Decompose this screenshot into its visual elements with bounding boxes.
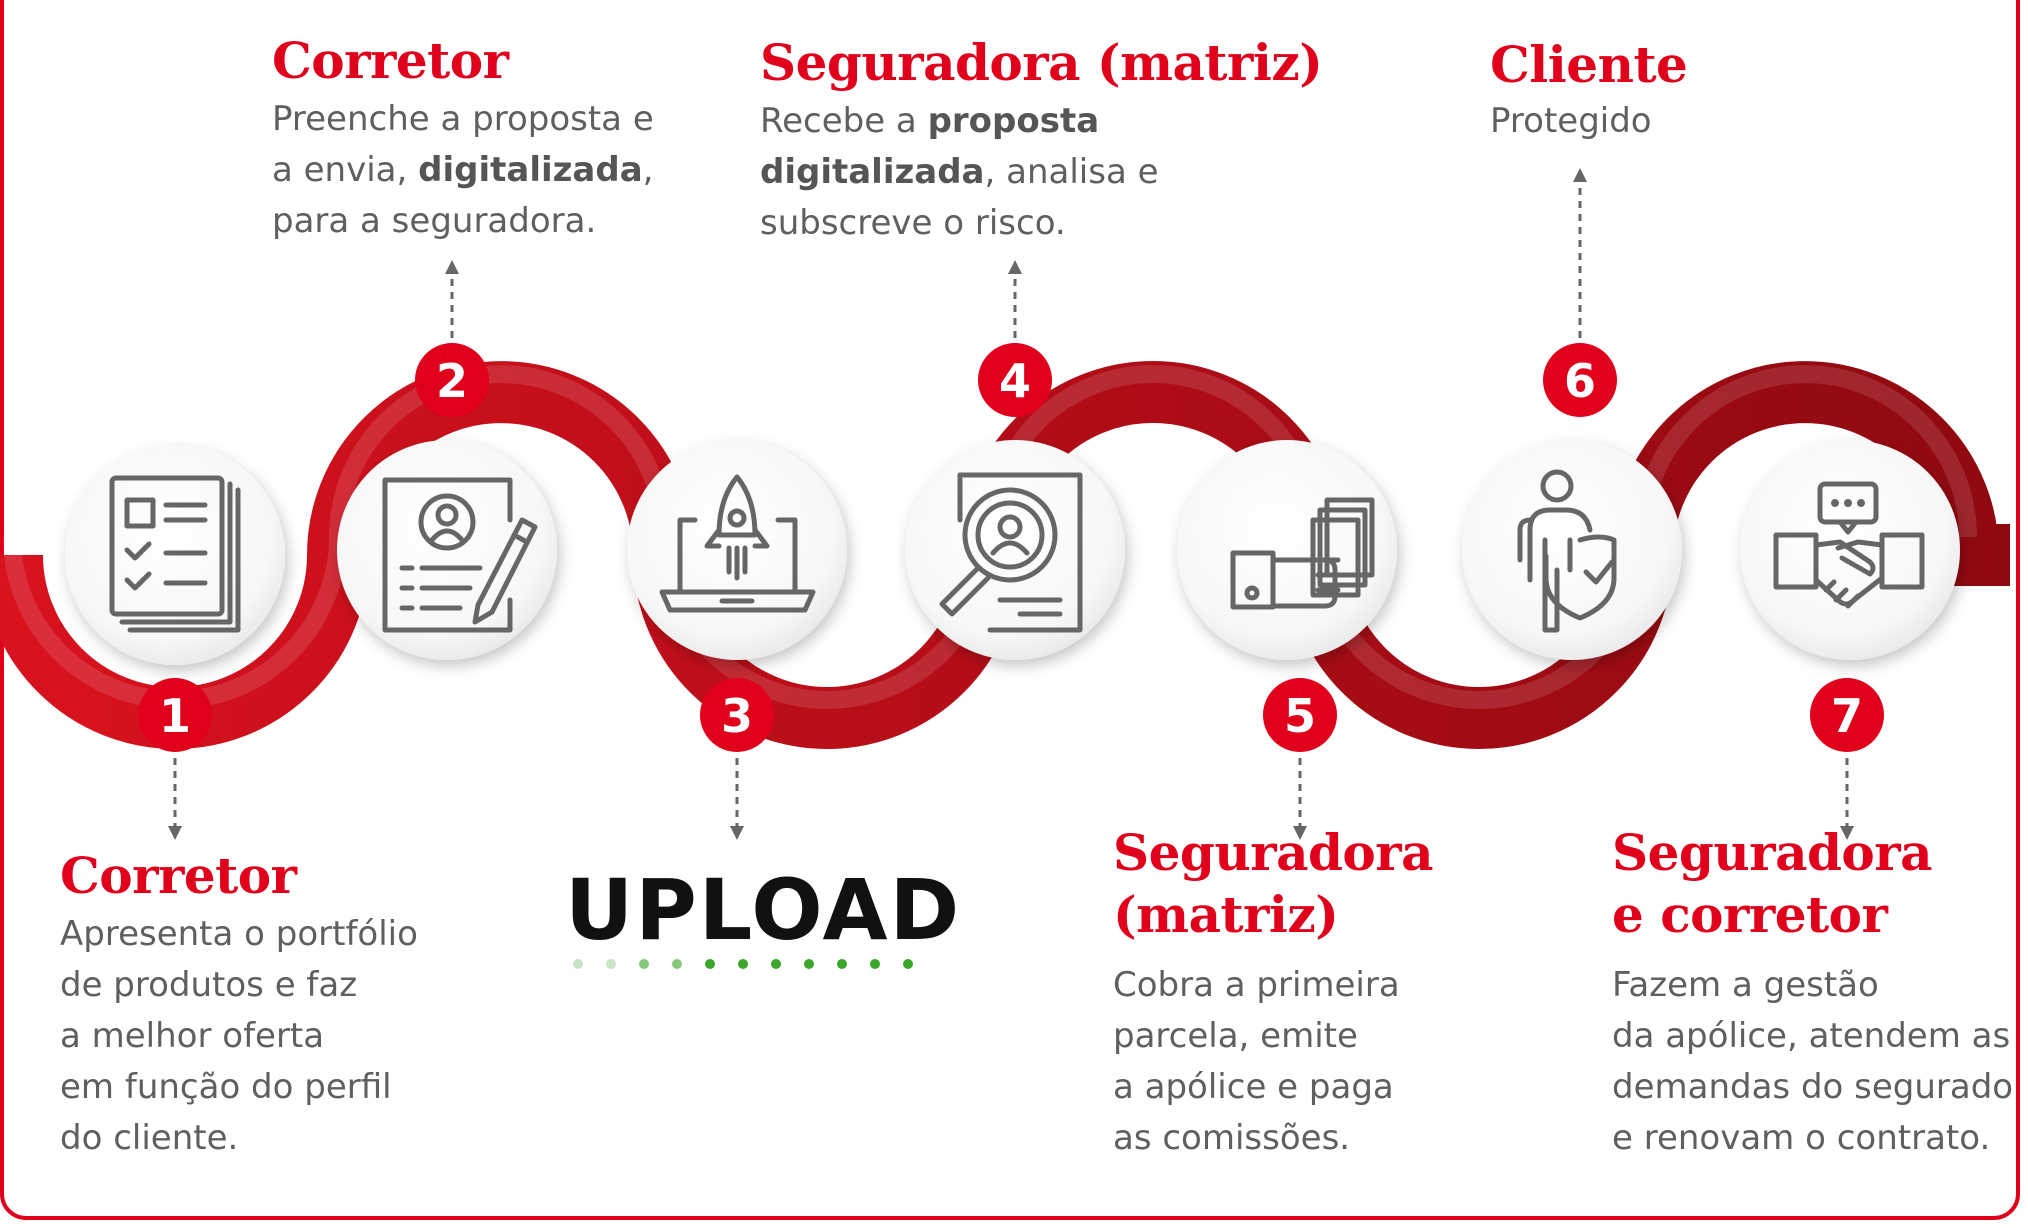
- step-6-description: Protegido: [1490, 101, 1652, 141]
- step-badge-5: 5: [1263, 678, 1337, 752]
- step-badge-1: 1: [138, 678, 212, 752]
- upload-logo: UPLOAD: [565, 861, 962, 969]
- step-4-title: Seguradora (matriz): [760, 33, 1323, 92]
- step-2-description: Preenche a proposta e a envia, digitaliz…: [272, 99, 654, 241]
- hand-money-icon: [1230, 497, 1375, 610]
- step-1-title: Corretor: [60, 846, 297, 905]
- step-5-text: Seguradora (matriz) Cobra a primeira par…: [1113, 822, 1434, 1164]
- svg-text:5: 5: [1284, 689, 1316, 743]
- step-badge-6: 6: [1543, 343, 1617, 417]
- step-1-description: Apresenta o portfólio de produtos e faz …: [60, 914, 418, 1158]
- step-badge-3: 3: [700, 678, 774, 752]
- step-2-text: Corretor Preenche a proposta e a envia, …: [272, 30, 654, 247]
- svg-text:1: 1: [159, 689, 191, 743]
- step-badge-7: 7: [1810, 678, 1884, 752]
- step-5-title: Seguradora (matriz): [1113, 823, 1434, 944]
- step-4-text: Seguradora (matriz) Recebe a proposta di…: [760, 32, 1323, 249]
- step-badge-2: 2: [415, 343, 489, 417]
- svg-text:6: 6: [1564, 354, 1596, 408]
- person-shield-icon: [1517, 469, 1617, 633]
- svg-text:7: 7: [1831, 689, 1863, 743]
- upload-logo-text: UPLOAD: [565, 861, 962, 959]
- step-7-description: Fazem a gestão da apólice, atendem as de…: [1612, 965, 2014, 1158]
- svg-text:3: 3: [721, 689, 753, 743]
- handshake-chat-icon: [1773, 481, 1925, 609]
- form-profile-pencil-icon: [382, 477, 538, 633]
- svg-text:4: 4: [999, 354, 1031, 408]
- step-badge-4: 4: [978, 343, 1052, 417]
- step-7-text: Seguradora e corretor Fazem a gestão da …: [1612, 822, 2013, 1164]
- upload-logo-dots: [573, 959, 925, 969]
- step-5-description: Cobra a primeira parcela, emite a apólic…: [1113, 965, 1400, 1158]
- step-6-title: Cliente: [1490, 35, 1688, 94]
- svg-text:2: 2: [436, 354, 468, 408]
- documents-checklist-icon: [109, 475, 241, 633]
- step-1-text: Corretor Apresenta o portfólio de produt…: [60, 845, 418, 1164]
- document-magnifier-icon: [939, 472, 1083, 633]
- step-6-text: Cliente Protegido: [1490, 34, 1688, 147]
- step-4-description: Recebe a proposta digitalizada, analisa …: [760, 101, 1159, 243]
- laptop-rocket-icon: [659, 474, 816, 613]
- step-7-title: Seguradora e corretor: [1612, 823, 1933, 944]
- step-2-title: Corretor: [272, 31, 509, 90]
